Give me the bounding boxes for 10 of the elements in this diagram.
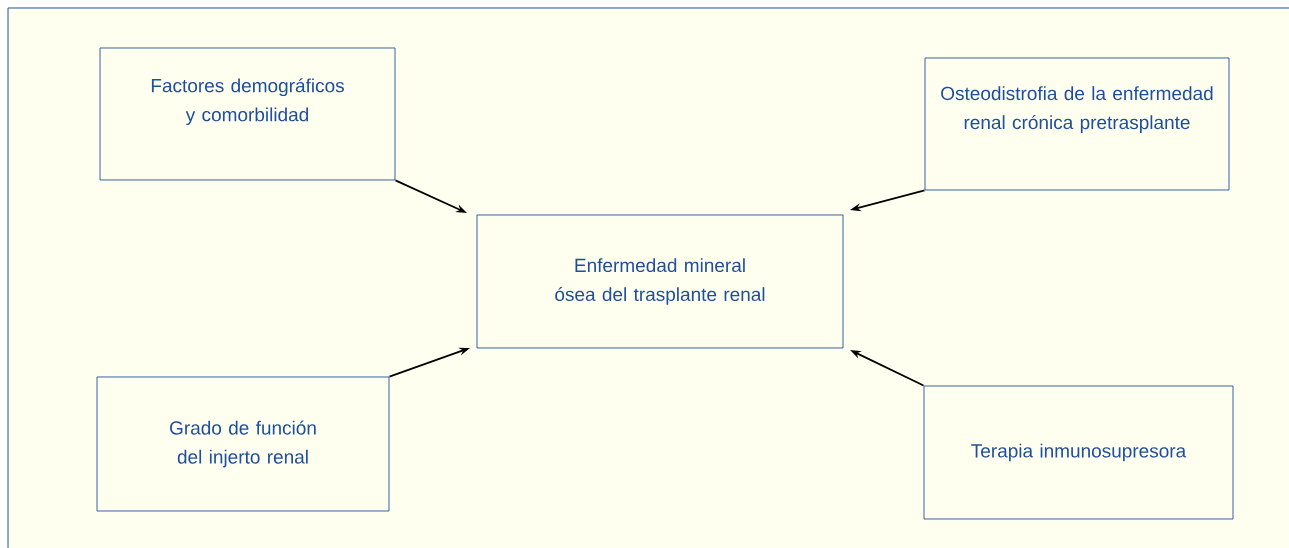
node-label: Factores demográficos y comorbilidad: [151, 78, 344, 126]
text-box: [476, 214, 844, 349]
node-label: Osteodistrofia de la enfermedad renal crónica pretrasplante: [941, 86, 1213, 133]
text-box: [96, 376, 390, 512]
node-label: Terapia inmunosupresora: [971, 443, 1187, 462]
node-label: Grado de función del injerto renal: [170, 420, 316, 468]
text-box: [99, 47, 396, 181]
text-box: [924, 57, 1230, 191]
text-box: [923, 385, 1234, 520]
node-label: Enfermedad mineral ósea del trasplante renal: [555, 258, 765, 305]
